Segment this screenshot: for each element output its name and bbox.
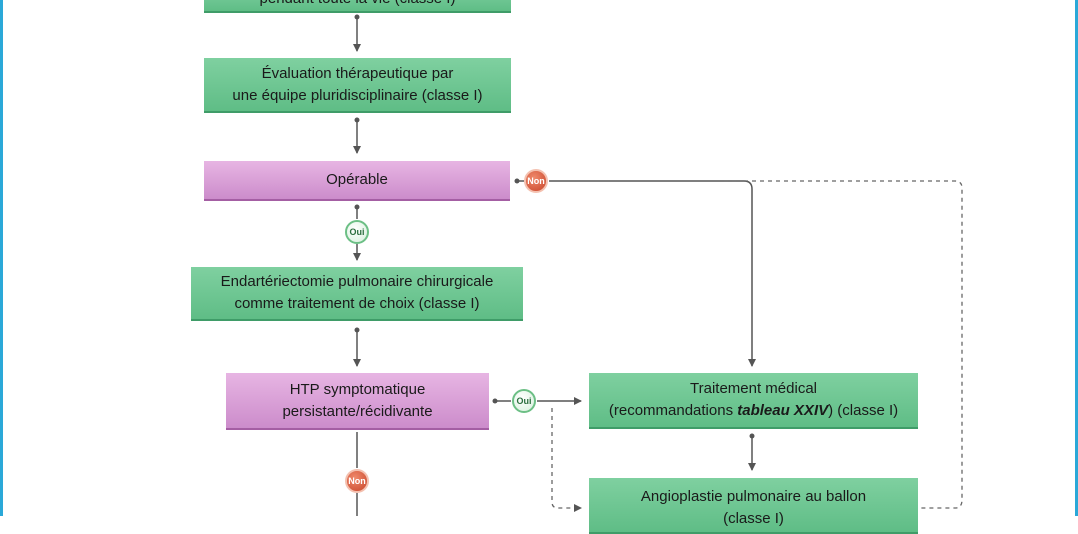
dashed-htp-to-angioplastie: [551, 408, 582, 512]
box-angioplastie: Angioplastie pulmonaire au ballon (class…: [589, 478, 918, 534]
box-angioplastie-line-1: Angioplastie pulmonaire au ballon: [640, 488, 867, 505]
arrow-traitement-to-angioplastie: [748, 433, 756, 471]
box-operable-text: Opérable: [326, 171, 388, 188]
box-endarterectomie-line-1: Endartériectomie pulmonaire chirurgicale: [220, 273, 494, 290]
badge-non-operable: Non: [524, 169, 548, 193]
box-htp: HTP symptomatique persistante/récidivant…: [226, 373, 489, 430]
box-operable: Opérable: [204, 161, 510, 201]
box-evaluation-line-1: Évaluation thérapeutique par: [261, 64, 454, 82]
box-top-partial-text: pendant toute la vie (classe I): [260, 0, 456, 10]
arrow-htp-oui-to-traitement: [492, 397, 582, 405]
arrow-operable-non-to-traitement: [514, 178, 756, 367]
connector-layer: [353, 14, 963, 516]
dashed-operable-to-angioplastie: [720, 180, 963, 509]
box-traitement-prefix: (recommandations: [608, 402, 738, 419]
arrow-endarterectomie-to-htp: [353, 327, 361, 367]
box-traitement: Traitement médical (recommandations tabl…: [589, 373, 918, 429]
badge-non-htp: Non: [345, 469, 369, 493]
box-traitement-suffix: ) (classe I): [828, 402, 899, 419]
box-endarterectomie-line-2: comme traitement de choix (classe I): [234, 295, 480, 312]
box-angioplastie-line-2: (classe I): [723, 510, 784, 527]
arrow-operable-oui: [353, 204, 361, 261]
box-traitement-line-1: Traitement médical: [690, 380, 817, 397]
box-endarterectomie: Endartériectomie pulmonaire chirurgicale…: [191, 267, 523, 321]
arrow-evaluation-to-operable: [353, 117, 361, 154]
box-htp-line-2: persistante/récidivante: [282, 402, 433, 420]
box-traitement-table-ref: tableau XXIV: [737, 402, 829, 419]
arrow-top-to-evaluation: [353, 14, 361, 52]
badge-oui-operable: Oui: [345, 220, 369, 244]
box-top-partial: pendant toute la vie (classe I): [204, 0, 511, 13]
figure-frame: [0, 0, 1078, 516]
box-traitement-line-2: (recommandations tableau XXIV) (classe I…: [609, 400, 898, 422]
badge-oui-htp: Oui: [512, 389, 536, 413]
box-evaluation-line-2: une équipe pluridisciplinaire (classe I): [232, 86, 483, 104]
box-evaluation: Évaluation thérapeutique par une équipe …: [204, 58, 511, 113]
box-htp-line-1: HTP symptomatique: [289, 380, 426, 398]
